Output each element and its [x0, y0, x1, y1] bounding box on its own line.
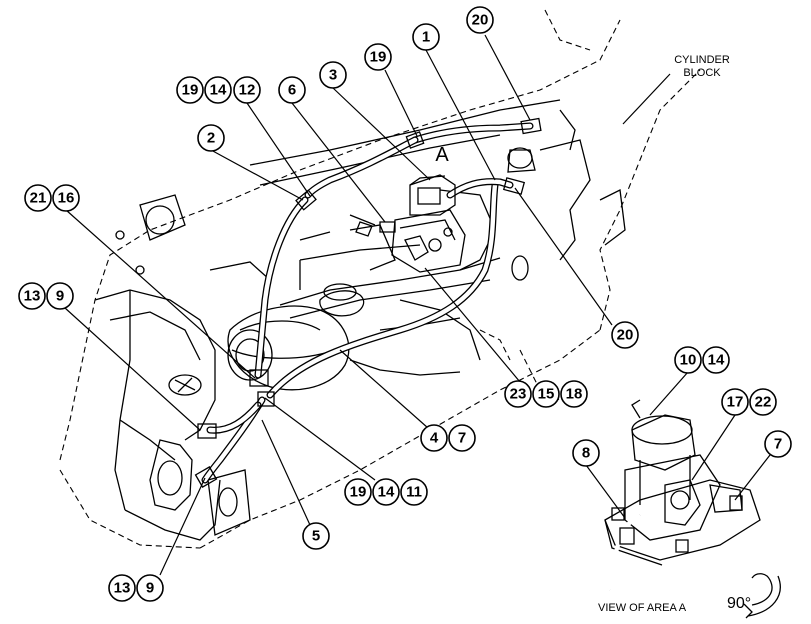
- actuator-assembly: [349, 174, 466, 273]
- callout-3: 3: [319, 61, 347, 89]
- callout-4: 4: [420, 424, 448, 452]
- callout-19-upper-left: 19: [176, 76, 204, 104]
- callout-9-lower: 9: [136, 574, 164, 602]
- svg-text:7: 7: [774, 436, 782, 453]
- callout-7-inset: 7: [764, 430, 792, 458]
- svg-text:5: 5: [312, 528, 320, 545]
- callout-1: 1: [412, 23, 440, 51]
- svg-text:14: 14: [708, 352, 725, 369]
- callout-19-top: 19: [364, 43, 392, 71]
- view-caption: VIEW OF AREA A: [598, 602, 687, 614]
- svg-text:20: 20: [472, 12, 489, 29]
- callout-14-lower: 14: [372, 478, 400, 506]
- svg-text:8: 8: [582, 445, 590, 462]
- fuel-lines: [201, 122, 534, 484]
- svg-text:7: 7: [458, 430, 466, 447]
- callout-22: 22: [749, 388, 777, 416]
- callout-18: 18: [560, 380, 588, 408]
- callout-23: 23: [504, 380, 532, 408]
- inset-view-area-a: [604, 399, 761, 591]
- callout-21: 21: [24, 184, 52, 212]
- svg-text:14: 14: [210, 82, 227, 99]
- callout-11: 11: [400, 478, 428, 506]
- callout-7-main: 7: [448, 424, 476, 452]
- svg-text:3: 3: [329, 67, 337, 84]
- callout-14-inset: 14: [702, 346, 730, 374]
- rotation-arrow-icon: [743, 573, 781, 619]
- svg-text:9: 9: [56, 288, 64, 305]
- callout-2: 2: [197, 124, 225, 152]
- callout-12: 12: [233, 76, 261, 104]
- svg-text:19: 19: [182, 82, 199, 99]
- svg-text:1: 1: [422, 29, 430, 46]
- callout-17: 17: [721, 388, 749, 416]
- callout-8: 8: [572, 439, 600, 467]
- svg-text:13: 13: [114, 580, 131, 597]
- callout-13-lower: 13: [108, 574, 136, 602]
- area-a-label: A: [435, 144, 449, 166]
- svg-text:10: 10: [680, 352, 697, 369]
- engine-block-detail: [94, 99, 626, 541]
- callout-10: 10: [674, 346, 702, 374]
- callout-14-upper-left: 14: [204, 76, 232, 104]
- svg-text:9: 9: [146, 580, 154, 597]
- svg-text:11: 11: [406, 484, 422, 501]
- svg-text:21: 21: [30, 190, 47, 207]
- fittings: [194, 117, 542, 488]
- svg-text:14: 14: [378, 484, 395, 501]
- svg-text:23: 23: [510, 386, 527, 403]
- svg-text:18: 18: [566, 386, 583, 403]
- svg-text:4: 4: [430, 430, 439, 447]
- callout-16: 16: [52, 184, 80, 212]
- svg-text:13: 13: [24, 288, 41, 305]
- svg-text:19: 19: [350, 484, 367, 501]
- svg-text:12: 12: [239, 82, 256, 99]
- svg-text:16: 16: [58, 190, 75, 207]
- callout-20-right: 20: [611, 321, 639, 349]
- callout-20-top: 20: [466, 6, 494, 34]
- svg-text:17: 17: [727, 394, 744, 411]
- cylinder-block-label-2: BLOCK: [683, 67, 721, 79]
- text-labels: CYLINDER BLOCK A VIEW OF AREA A 90°: [435, 54, 751, 614]
- rotation-label: 90°: [727, 595, 751, 612]
- engine-block-outline: [59, 9, 701, 549]
- svg-text:2: 2: [207, 130, 215, 147]
- svg-text:6: 6: [288, 82, 296, 99]
- svg-text:19: 19: [370, 49, 387, 66]
- callout-9-upper: 9: [46, 282, 74, 310]
- callout-5: 5: [302, 522, 330, 550]
- leader-lines: [64, 34, 771, 576]
- svg-text:22: 22: [755, 394, 772, 411]
- callout-15: 15: [532, 380, 560, 408]
- cylinder-block-label: CYLINDER: [674, 54, 730, 66]
- callouts: 1 20 19 3 6 19 14 12 2 21 16 13 9 20 23 …: [18, 6, 792, 602]
- callout-19-lower: 19: [344, 478, 372, 506]
- svg-text:15: 15: [538, 386, 555, 403]
- callout-13-upper: 13: [18, 282, 46, 310]
- svg-text:20: 20: [617, 327, 634, 344]
- callout-6: 6: [278, 76, 306, 104]
